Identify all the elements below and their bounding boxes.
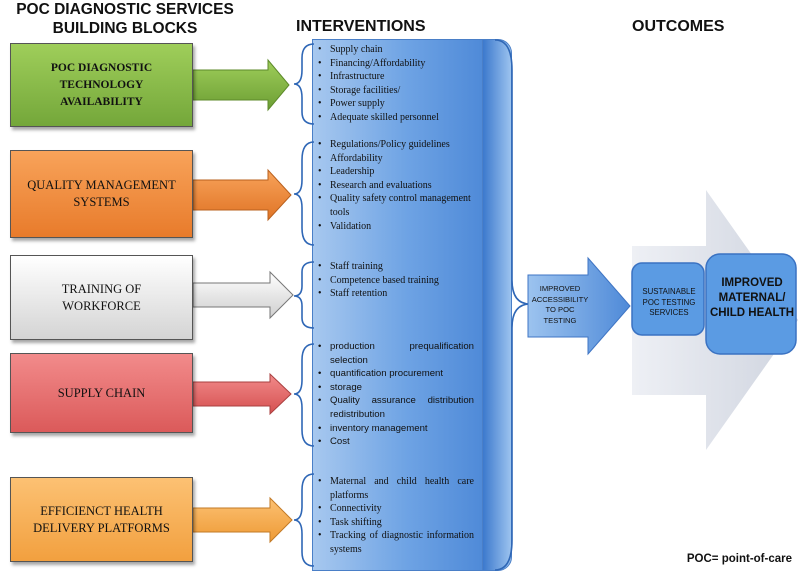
interventions-poc-list: Supply chain Financing/Affordability Inf… (316, 43, 474, 125)
bracket-training (293, 261, 315, 329)
list-item: Validation (316, 220, 474, 234)
bracket-poc (293, 43, 315, 125)
list-item: Adequate skilled personnel (316, 111, 474, 125)
footnote: POC= point-of-care (686, 553, 792, 565)
list-item: inventory management (316, 422, 474, 436)
list-item: Research and evaluations (316, 179, 474, 193)
interventions-header: INTERVENTIONS (296, 18, 426, 35)
list-item: storage (316, 381, 474, 395)
list-item: production prequalification selection (316, 340, 474, 367)
arrow-qms (192, 168, 292, 222)
list-item: quantification procurement (316, 367, 474, 381)
arrow-training (192, 270, 294, 320)
list-item: Connectivity (316, 502, 474, 516)
sustainable-box (631, 262, 705, 336)
list-item: Cost (316, 435, 474, 449)
interventions-supply-list: production prequalification selection qu… (316, 340, 474, 449)
arrow-poc (192, 58, 290, 112)
list-item: Competence based training (316, 274, 474, 288)
bracket-supply (293, 343, 315, 447)
list-item: Quality safety control management tools (316, 192, 474, 219)
list-item: Infrastructure (316, 70, 474, 84)
block-supply-chain: SUPPLY CHAIN (10, 353, 193, 433)
building-blocks-header-line2: BUILDING BLOCKS (52, 20, 198, 37)
list-item: Staff retention (316, 287, 474, 301)
list-item: Regulations/Policy guidelines (316, 138, 474, 152)
list-item: Financing/Affordability (316, 57, 474, 71)
improved-mch-box (705, 253, 797, 355)
bracket-ehdp (293, 473, 315, 567)
block-poc-technology: POC DIAGNOSTIC TECHNOLOGY AVAILABILITY (10, 43, 193, 127)
arrow-supply (192, 372, 292, 416)
interventions-ehdp-list: Maternal and child health care platforms… (316, 475, 474, 557)
interventions-qms-list: Regulations/Policy guidelines Affordabil… (316, 138, 474, 233)
bracket-qms (293, 141, 315, 246)
list-item: Power supply (316, 97, 474, 111)
interventions-training-list: Staff training Competence based training… (316, 260, 474, 301)
arrow-ehdp (192, 496, 293, 544)
building-blocks-header-line1: POC DIAGNOSTIC SERVICES (16, 1, 234, 18)
block-quality-management: QUALITY MANAGEMENT SYSTEMS (10, 150, 193, 238)
building-blocks-header: POC DIAGNOSTIC SERVICES BUILDING BLOCKS (0, 0, 250, 38)
list-item: Task shifting (316, 516, 474, 530)
list-item: Quality assurance distribution redistrib… (316, 394, 474, 421)
list-item: Leadership (316, 165, 474, 179)
list-item: Staff training (316, 260, 474, 274)
improved-access-label: IMPROVED ACCESSIBILITY TO POC TESTING (531, 284, 589, 325)
column-right-bracket (494, 39, 531, 571)
sustainable-label: SUSTAINABLE POC TESTING SERVICES (642, 287, 696, 317)
interventions-column-edge (482, 39, 512, 571)
list-item: Affordability (316, 152, 474, 166)
list-item: Storage facilities/ (316, 84, 474, 98)
block-training-workforce: TRAINING OF WORKFORCE (10, 255, 193, 340)
outcomes-header: OUTCOMES (632, 18, 725, 35)
list-item: Maternal and child health care platforms (316, 475, 474, 502)
improved-mch-label: IMPROVED MATERNAL/ CHILD HEALTH (709, 277, 795, 319)
list-item: Tracking of diagnostic information syste… (316, 529, 474, 556)
block-health-delivery-platforms: EFFICIENCT HEALTH DELIVERY PLATFORMS (10, 477, 193, 562)
improved-access-arrow (527, 256, 631, 356)
list-item: Supply chain (316, 43, 474, 57)
